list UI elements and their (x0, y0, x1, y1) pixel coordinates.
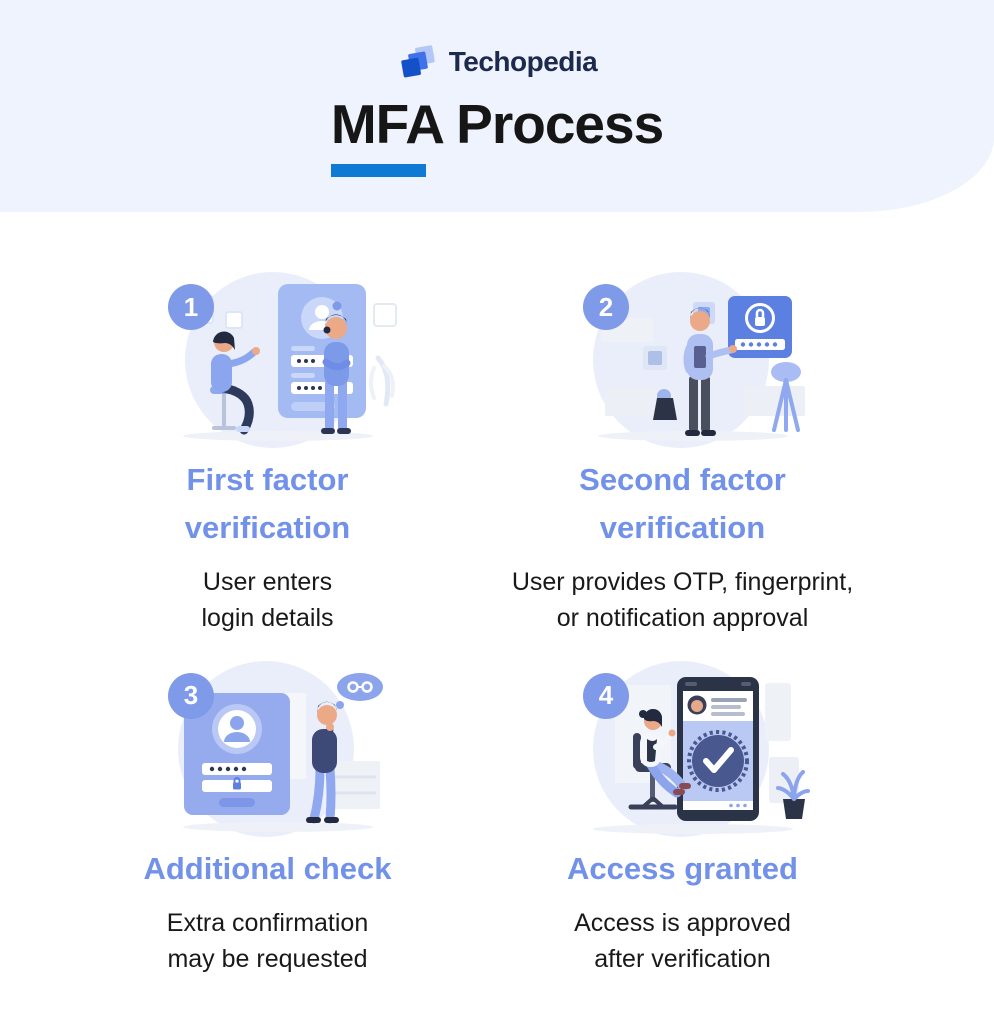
seated-woman-figure (628, 708, 691, 810)
page-title: MFA Process (330, 93, 664, 155)
brand-name: Techopedia (448, 46, 598, 77)
lock-panel-icon (727, 296, 792, 358)
seal-scallop (686, 729, 749, 792)
step-4-access-granted: 4 (475, 657, 890, 978)
step-4-description: Access is approved after verification (475, 905, 890, 978)
thought-bubble-icon (330, 672, 383, 716)
lock-icon (232, 782, 241, 790)
checkmark-icon (702, 746, 734, 773)
step-3-title-line: Additional check (143, 850, 392, 886)
step-4-title: Access granted (475, 845, 890, 893)
step-3-number-badge: 3 (168, 672, 214, 719)
header: Techopedia MFA Process (0, 0, 994, 212)
step-3-description: Extra confirmation may be requested (60, 905, 475, 978)
step-4-desc-line: after verification (594, 944, 771, 973)
standing-man-figure (683, 307, 737, 436)
step-3-desc-line: Extra confirmation (166, 908, 369, 937)
seated-woman-figure (209, 331, 260, 435)
login-screen-scene-icon (182, 272, 397, 448)
step-2-desc-line: User provides OTP, fingerprint, (511, 568, 854, 597)
step-1-desc-line: User enters (202, 568, 333, 597)
step-2-number-badge: 2 (583, 284, 629, 330)
step-3-additional-check: 3 (60, 657, 475, 978)
step-1-title-line: First factor (186, 462, 349, 497)
step-2-desc-line: or notification approval (556, 604, 809, 633)
verified-badge-scene-icon (592, 660, 810, 837)
title-underline (330, 163, 426, 177)
brand: Techopedia (397, 42, 598, 82)
step-1-illustration: 1 (60, 268, 475, 450)
lock-icon (754, 317, 765, 326)
step-2-title-line: verification (599, 510, 766, 546)
step-1-desc-line: login details (201, 604, 334, 633)
step-4-illustration: 4 (475, 657, 890, 839)
step-1-description: User enters login details (60, 564, 475, 637)
step-3-title: Additional check (60, 845, 475, 893)
step-4-title-line: Access granted (567, 850, 798, 886)
tripod-lamp-icon (770, 362, 801, 432)
step-4-desc-line: Access is approved (574, 908, 791, 937)
trash-bin-icon (652, 389, 677, 420)
plant-icon (775, 769, 810, 819)
step-1-number-badge: 1 (168, 284, 214, 330)
step-2-title-line: Second factor (579, 462, 786, 497)
login-panel-icon (277, 284, 366, 418)
extra-confirmation-card-scene-icon (177, 660, 383, 837)
steps-grid: 1 (0, 268, 994, 977)
techopedia-logo-icon (401, 45, 435, 78)
step-4-number-badge: 4 (583, 672, 629, 719)
step-3-illustration: 3 (60, 657, 475, 839)
step-1-first-factor: 1 (60, 268, 475, 637)
confirmation-card-icon (183, 692, 290, 815)
thinking-man-figure (305, 701, 339, 824)
standing-man-figure (320, 314, 351, 434)
step-1-title: First factor verification (60, 456, 475, 552)
title-block: MFA Process (330, 93, 664, 177)
otp-lock-panel-scene-icon (592, 272, 805, 448)
step-3-desc-line: may be requested (167, 944, 368, 973)
step-1-title-line: verification (184, 510, 351, 546)
step-2-title: Second factor verification (475, 456, 890, 552)
step-2-description: User provides OTP, fingerprint, or notif… (475, 564, 890, 637)
step-2-second-factor: 2 (475, 268, 890, 637)
step-2-illustration: 2 (475, 268, 890, 450)
verified-phone-icon (676, 676, 759, 821)
